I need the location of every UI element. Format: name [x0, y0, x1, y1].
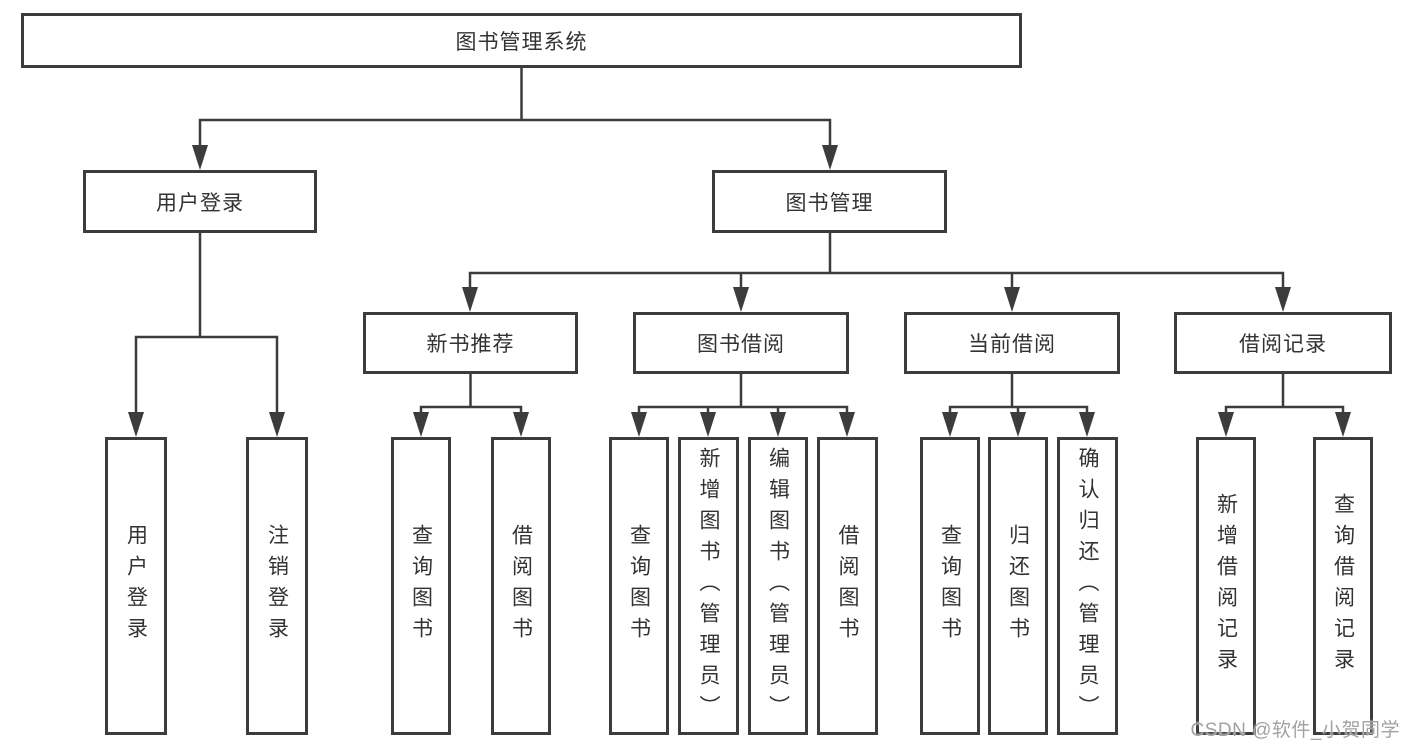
arrowhead-icon [1218, 412, 1234, 437]
node-query-books-borrow: 查询图书 [609, 437, 669, 735]
arrowhead-icon [462, 287, 478, 312]
node-confirm-return-admin: 确认归还（管理员） [1057, 437, 1118, 735]
node-query-borrow-record: 查询借阅记录 [1313, 437, 1373, 735]
node-return-books: 归还图书 [988, 437, 1048, 735]
arrowhead-icon [128, 412, 144, 437]
arrowhead-icon [822, 145, 838, 170]
node-root: 图书管理系统 [21, 13, 1022, 68]
node-query-books-recommend: 查询图书 [391, 437, 451, 735]
arrowhead-icon [513, 412, 529, 437]
arrowhead-icon [1079, 412, 1095, 437]
arrowhead-icon [631, 412, 647, 437]
node-new-book-recommend: 新书推荐 [363, 312, 578, 374]
node-user-login-leaf: 用户登录 [105, 437, 167, 735]
arrowheads [128, 145, 1351, 437]
node-book-borrow: 图书借阅 [633, 312, 849, 374]
node-query-books-current: 查询图书 [920, 437, 980, 735]
arrowhead-icon [1004, 287, 1020, 312]
connector [1224, 405, 1345, 414]
node-book-management: 图书管理 [712, 170, 947, 233]
watermark: CSDN @软件_小贺同学 [1190, 720, 1400, 741]
arrowhead-icon [1335, 412, 1351, 437]
arrowhead-icon [942, 412, 958, 437]
node-add-borrow-record: 新增借阅记录 [1196, 437, 1256, 735]
node-logout-leaf: 注销登录 [246, 437, 308, 735]
arrowhead-icon [839, 412, 855, 437]
arrowhead-icon [1010, 412, 1026, 437]
node-edit-books-admin: 编辑图书（管理员） [748, 437, 808, 735]
arrowhead-icon [192, 145, 208, 170]
node-current-borrow: 当前借阅 [904, 312, 1120, 374]
node-borrow-records: 借阅记录 [1174, 312, 1392, 374]
arrowhead-icon [700, 412, 716, 437]
node-add-books-admin: 新增图书（管理员） [678, 437, 739, 735]
arrowhead-icon [269, 412, 285, 437]
connector [198, 118, 832, 147]
connector [637, 405, 849, 414]
arrowhead-icon [770, 412, 786, 437]
node-borrow-books-leaf: 借阅图书 [817, 437, 878, 735]
node-borrow-books-recommend: 借阅图书 [491, 437, 551, 735]
arrowhead-icon [733, 287, 749, 312]
connector [419, 405, 523, 414]
connector [468, 271, 1285, 289]
node-user-login: 用户登录 [83, 170, 317, 233]
connectors [134, 68, 1345, 414]
arrowhead-icon [1275, 287, 1291, 312]
connector [134, 335, 279, 414]
arrowhead-icon [413, 412, 429, 437]
